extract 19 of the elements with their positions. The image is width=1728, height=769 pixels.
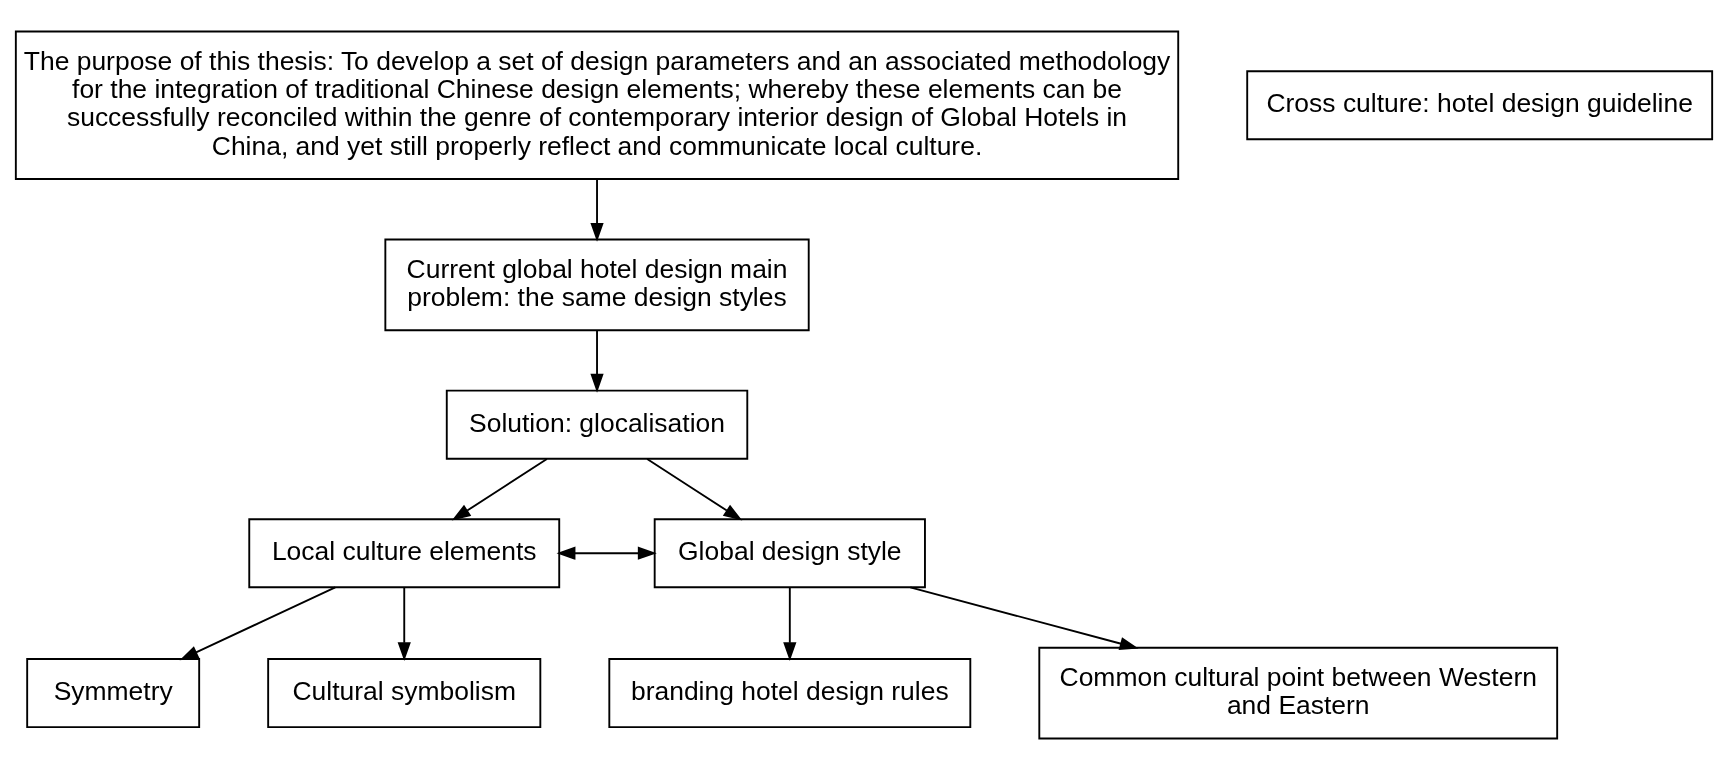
arrow (451, 457, 548, 521)
node-box: The purpose of this thesis: To develop a set of design parameters and an associated methodology for the integration of traditional Chinese design elements; whereby these elements can be successfully reconciled within the genre of contemporary interior design of Global Hotels in China, and yet still properly reflect and communicate local culture. (14, 30, 1180, 180)
node-box: branding hotel design rules (608, 657, 972, 728)
arrow (783, 585, 797, 661)
arrow (179, 585, 337, 660)
node-box: Local culture elements (248, 517, 561, 588)
node-box: Global design style (653, 517, 926, 588)
node-box: Solution: glocalisation (445, 389, 749, 460)
arrow (590, 329, 604, 393)
node-box: Cultural symbolism (267, 657, 542, 728)
node-box: Symmetry (26, 657, 201, 728)
node-box: Cross culture: hotel design guideline (1246, 69, 1714, 140)
node-box: Common cultural point between Western and Eastern (1038, 646, 1559, 739)
arrow (590, 177, 604, 242)
arrow (909, 585, 1139, 650)
arrow (556, 546, 657, 560)
arrow (397, 585, 411, 661)
arrow (646, 457, 743, 521)
node-box: Current global hotel design main problem: the same design styles (384, 238, 810, 331)
